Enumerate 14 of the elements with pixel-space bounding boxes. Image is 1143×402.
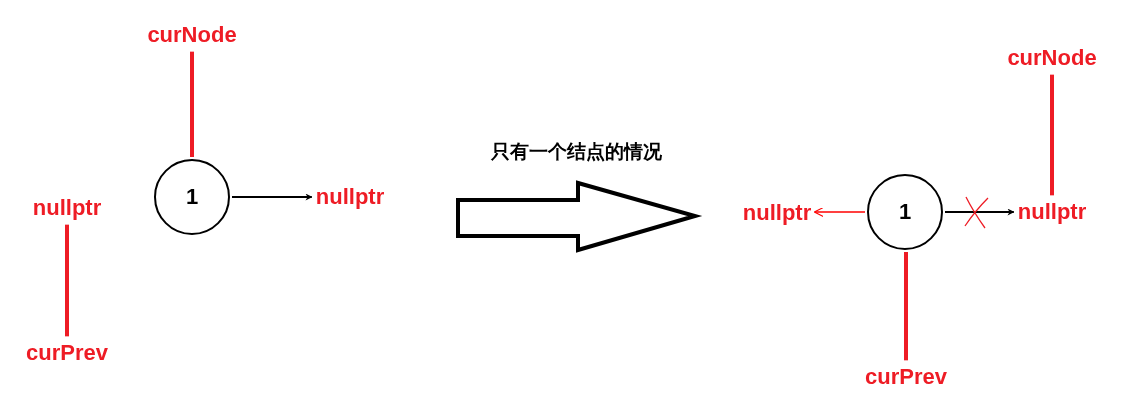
pointer-label: nullptr (32, 195, 102, 221)
arrow (813, 206, 866, 218)
pointer-label: nullptr (1017, 199, 1087, 225)
pointer-label: nullptr (315, 184, 385, 210)
caption-text: 只有一个结点的情况 (490, 139, 662, 164)
list-node-circle: 1 (154, 159, 230, 235)
pointer-label: nullptr (742, 200, 812, 226)
list-node-circle: 1 (867, 174, 943, 250)
arrow (944, 208, 1015, 216)
pointer-label: curNode (1007, 45, 1097, 71)
pointer-label: curNode (147, 22, 237, 48)
arrow (231, 193, 313, 201)
pointer-label: curPrev (26, 340, 108, 366)
pointer-label: curPrev (865, 364, 947, 390)
